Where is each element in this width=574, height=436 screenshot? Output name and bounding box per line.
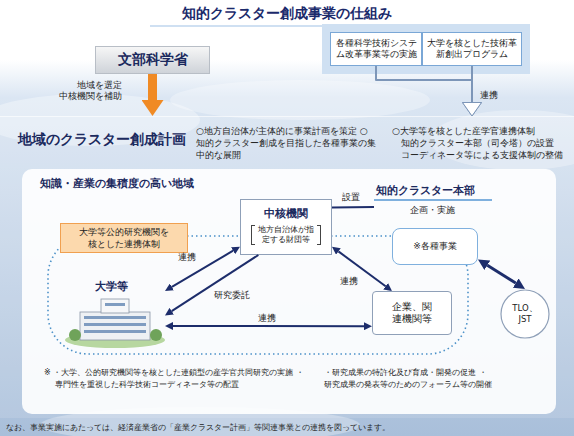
node-heading: 知識・産業の集積度の高い地域 — [40, 177, 194, 191]
node-body: ※ ・大学、公的研究機関等を核とした連鎖型の産学官共同研究の実施 ・専門性を重視… — [44, 367, 320, 391]
node-body: ○地方自治体が主体的に事業計画を策定 ○知的クラスター創成を目指した各種事業の集… — [196, 125, 380, 161]
edge-label: 地域を選定 中核機関を補助 — [50, 80, 122, 102]
region-band: 地域のクラスター創成計画 ○地方自治体が主体的に事業計画を策定 ○知的クラスター創… — [0, 116, 574, 418]
connector — [471, 66, 473, 102]
circle-shape — [501, 290, 549, 338]
node-heading: 大学を核とした技術革新創出プログラム — [426, 38, 518, 60]
node-heading: TLO、JST — [508, 303, 542, 325]
headquarters-group: 知的クラスター本部※各種事業 — [374, 199, 492, 279]
connector — [148, 74, 157, 100]
cloud — [170, 80, 430, 120]
node-body: ○大学等を核とした産学官連携体制 知的クラスター本部（司令塔）の設置 コーディネ… — [392, 125, 568, 161]
project-box: ※各種事業 — [392, 228, 478, 265]
core-org-box: 中核機関地方自治体が指定する財団等 — [240, 199, 332, 255]
node-heading: 知的クラスター本部 — [376, 184, 475, 198]
node-heading: 地域のクラスター創成計画 — [18, 131, 186, 149]
edge-label: 連携 — [480, 90, 498, 101]
node-heading: 各種科学技術システム改革事業等の実施 — [334, 38, 418, 60]
connector — [376, 66, 472, 102]
company-box: 企業、関連機関等 — [372, 291, 452, 335]
node-heading: ※各種事業 — [413, 240, 457, 253]
ministry-box: 文部科学省 — [95, 46, 210, 74]
sky-gradient — [0, 60, 574, 436]
network-box: 大学等公的研究機関を核とした連携体制 — [60, 223, 188, 253]
node-body: ・研究成果の特許化及び育成・開発の促進 ・研究成果の発表等のためのフォーラム等の… — [324, 367, 544, 391]
tlo-circle: TLO、JST — [500, 289, 550, 339]
node-heading: 文部科学省 — [118, 51, 188, 69]
university-node: 大学等 — [65, 277, 165, 347]
node-heading: 大学等公的研究機関を核とした連携体制 — [77, 226, 171, 250]
node-heading: 大学等 — [65, 277, 165, 294]
footnote: なお、事業実施にあたっては、経済産業省の「産業クラスター計画」等関連事業との連携… — [6, 422, 390, 433]
diagram-title: 知的クラスター創成事業の仕組み — [0, 5, 574, 23]
program-box: 大学を核とした技術革新創出プログラム — [422, 32, 522, 66]
program-panel — [322, 24, 530, 74]
node-heading: 企業、関連機関等 — [388, 301, 436, 325]
program-box: 各種科学技術システム改革事業等の実施 — [330, 32, 422, 66]
node-body: 地方自治体が指定する財団等 — [251, 225, 321, 245]
region-area: 知識・産業の集積度の高い地域 ※ ・大学、公的研究機関等を核とした連鎖型の産学官共… — [22, 169, 556, 414]
node-heading: 中核機関 — [241, 206, 331, 221]
